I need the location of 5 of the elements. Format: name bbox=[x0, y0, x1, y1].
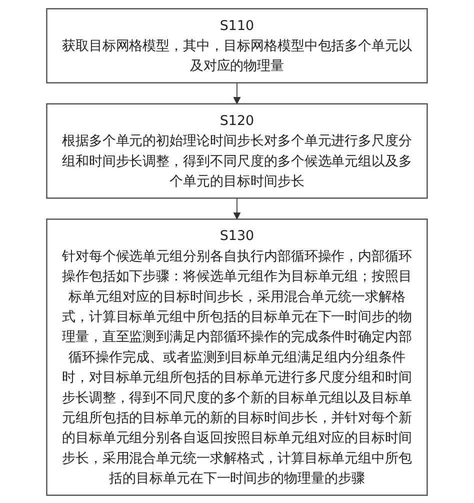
node-box: S130 针对每个候选单元组分别各自执行内部循环操作，内部循环操作包括如下步骤：将候选单元组作为目标单元组；按照目标单元组对应的目标时间步长，采用混合单元统一求解格式，计算目标单元组中所包括的目标单元在下一时间步的物理量，直至监测到满足内部循环操作的完成条件时确定内部循环操作完成、或者监测到目标单元组满足组内分组条件时，对目标单元组所包括的目标单元进行多尺度分组和时间步长调整，得到不同尺度的多个新的目标单元组以及目标单元组所包括的目标单元的新的目标时间步长，并针对每个新的目标单元组分别各自返回按照目标单元组对应的目标时间步长，采用混合单元统一求解格式，计算目标单元组中所包括的目标单元在下一时间步的物理量的步骤 bbox=[46, 218, 428, 496]
arrow bbox=[233, 82, 241, 104]
node-box: S110 获取目标网格模型，其中，目标网格模型中包括多个单元以及对应的物理量 bbox=[46, 8, 428, 83]
node-box: S120 根据多个单元的初始理论时间步长对多个单元进行多尺度分组和时间步长调整，得到不同尺度的多个候选单元组以及多个单元的目标时间步长 bbox=[46, 102, 428, 198]
arrow bbox=[233, 197, 241, 219]
